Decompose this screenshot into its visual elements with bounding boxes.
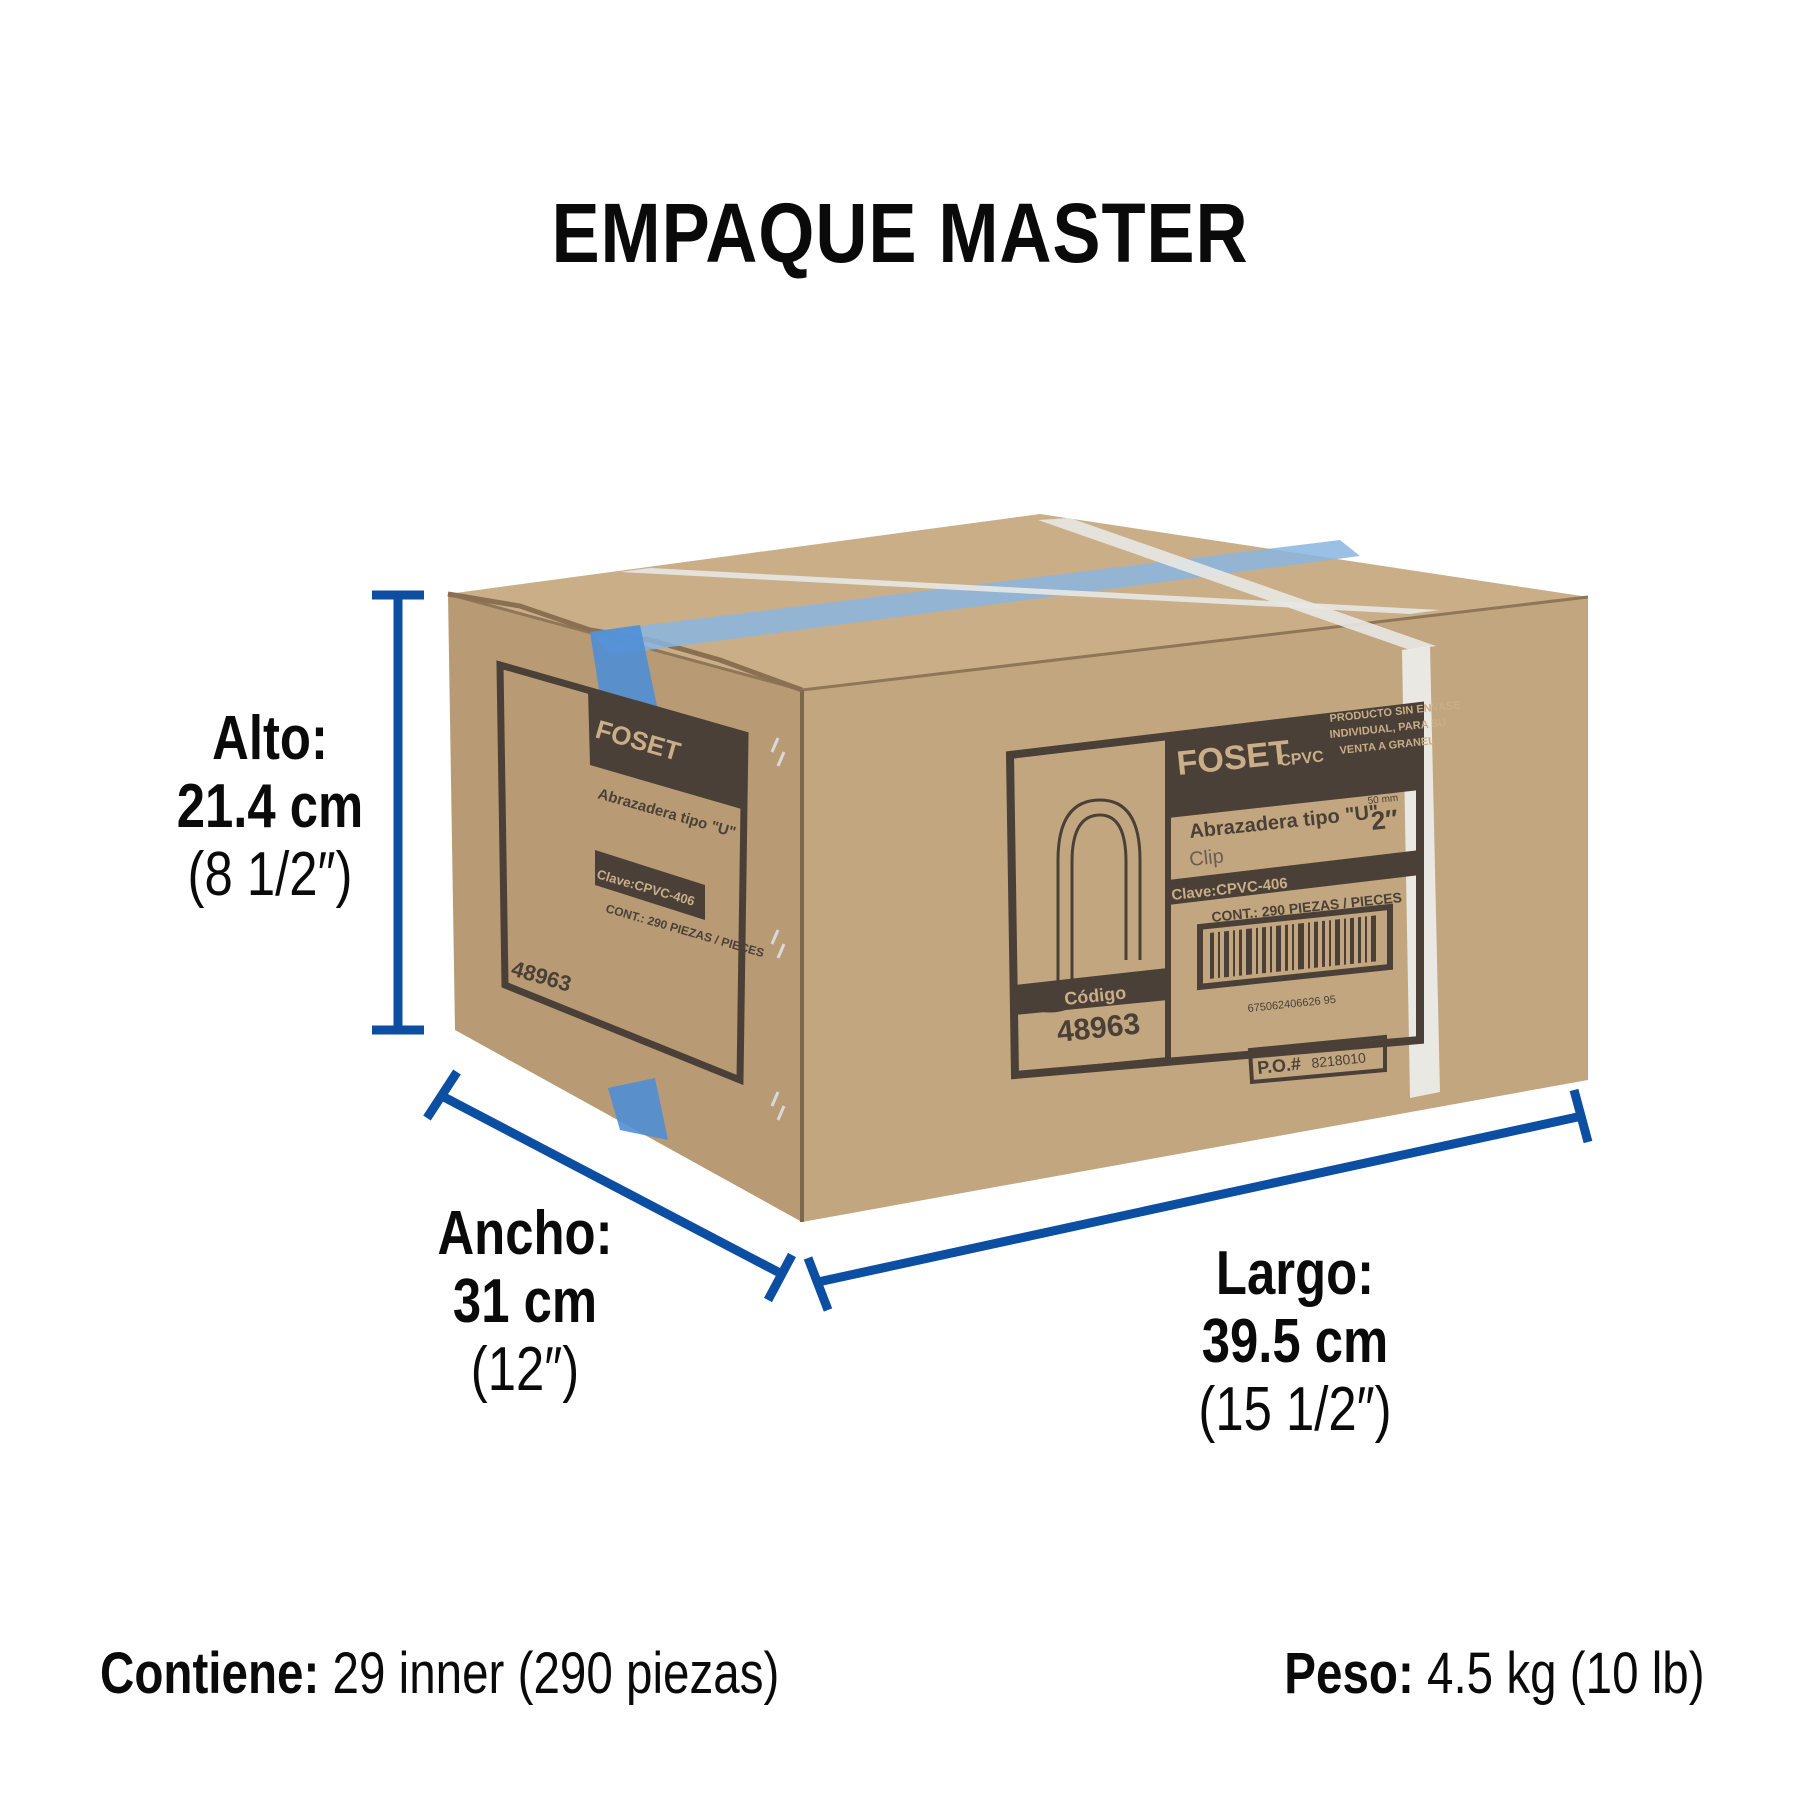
blue-tape [590, 540, 1360, 655]
largo-imperial: (15 1/2″) [1198, 1375, 1392, 1445]
strap-top [620, 568, 1440, 614]
svg-text:8218010: 8218010 [1311, 1049, 1367, 1071]
ancho-metric: 31 cm [452, 1267, 598, 1337]
dimension-ancho: Ancho: 31 cm (12″) [400, 1199, 650, 1405]
ancho-line [437, 1091, 781, 1276]
peso-label: Peso: [1284, 1641, 1415, 1706]
front-label [1005, 701, 1424, 1085]
dimension-largo: Largo: 39.5 cm (15 1/2″) [1160, 1239, 1430, 1445]
contents-summary: Contiene: 29 inner (290 piezas) [100, 1640, 928, 1707]
peso-value: 4.5 kg (10 lb) [1427, 1641, 1705, 1706]
ancho-imperial: (12″) [470, 1335, 580, 1405]
svg-text:50 mm: 50 mm [1367, 793, 1399, 807]
svg-text:Clip: Clip [1188, 845, 1225, 870]
largo-metric: 39.5 cm [1201, 1307, 1389, 1377]
ancho-label: Ancho: [437, 1199, 613, 1268]
page-title: EMPAQUE MASTER [551, 186, 1249, 280]
weight-summary: Peso: 4.5 kg (10 lb) [1192, 1640, 1705, 1707]
measurement-lines [372, 590, 1593, 1312]
alto-metric: 21.4 cm [176, 772, 364, 842]
svg-text:CPVC: CPVC [1279, 748, 1325, 770]
largo-line [817, 1111, 1583, 1287]
dimension-alto: Alto: 21.4 cm (8 1/2″) [140, 704, 400, 910]
contiene-label: Contiene: [100, 1641, 320, 1706]
alto-label: Alto: [212, 704, 328, 773]
box-front-face [802, 597, 1588, 1222]
svg-text:2″: 2″ [1369, 803, 1399, 836]
alto-imperial: (8 1/2″) [187, 840, 353, 910]
svg-text:P.O.#: P.O.# [1256, 1054, 1302, 1078]
contiene-value: 29 inner (290 piezas) [332, 1641, 780, 1706]
staples [770, 737, 786, 1121]
largo-label: Largo: [1215, 1239, 1375, 1308]
